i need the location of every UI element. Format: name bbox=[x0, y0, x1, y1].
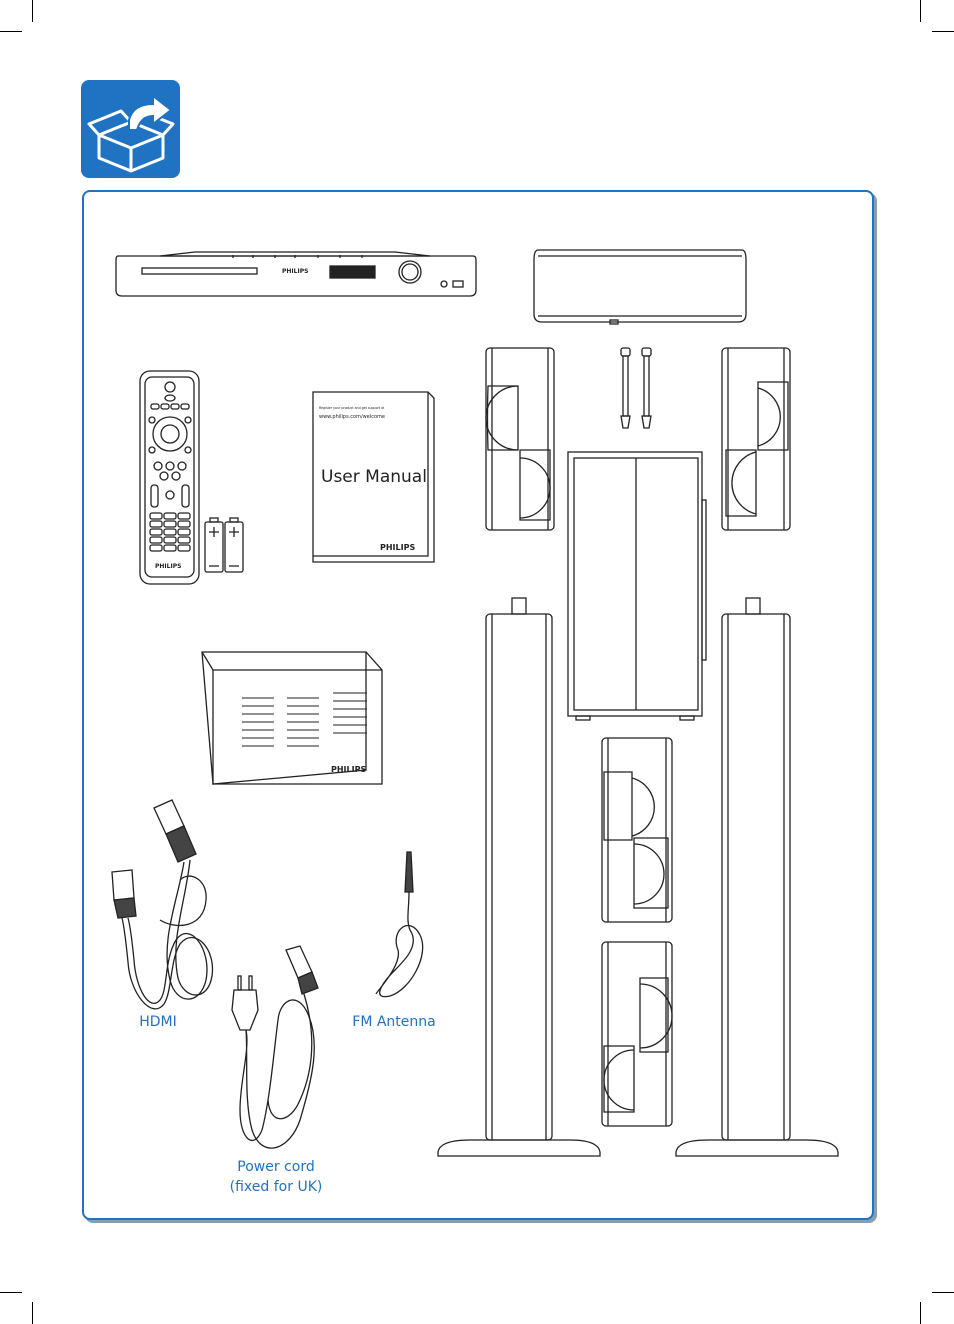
brand-unit: PHILIPS bbox=[282, 268, 308, 275]
hdmi-label: HDMI bbox=[139, 1014, 177, 1030]
manual-url: www.philips.com/welcome bbox=[319, 414, 385, 420]
crop-mark bbox=[0, 31, 22, 32]
remote-drawing bbox=[139, 370, 200, 585]
crop-mark bbox=[932, 31, 954, 32]
crop-mark bbox=[0, 1292, 22, 1293]
power-cord-note: (fixed for UK) bbox=[229, 1179, 323, 1195]
rear-speaker-top-drawing bbox=[601, 737, 673, 923]
brand-remote: PHILIPS bbox=[155, 563, 181, 570]
manual-support-text: Register your product and get support at bbox=[319, 406, 385, 410]
crop-mark bbox=[920, 1302, 921, 1324]
contents-panel bbox=[82, 190, 874, 1220]
brand-manual: PHILIPS bbox=[380, 543, 415, 552]
crop-mark bbox=[32, 1302, 33, 1324]
tall-speaker-right-drawing bbox=[675, 597, 839, 1157]
quick-start-lines bbox=[242, 692, 367, 747]
front-speaker-left-drawing bbox=[485, 347, 555, 531]
quick-start-drawing bbox=[201, 651, 383, 785]
main-unit-drawing bbox=[115, 251, 477, 297]
tall-speaker-left-drawing bbox=[437, 597, 601, 1157]
power-cord-drawing bbox=[231, 945, 319, 1149]
manual-title: User Manual bbox=[321, 467, 427, 487]
unbox-icon bbox=[87, 93, 175, 173]
center-speaker-drawing bbox=[533, 249, 747, 325]
power-cord-label: Power cord bbox=[237, 1159, 315, 1175]
unbox-icon-badge bbox=[81, 80, 180, 178]
fm-antenna-label: FM Antenna bbox=[352, 1014, 436, 1030]
fm-antenna-drawing bbox=[375, 851, 424, 998]
crop-mark bbox=[920, 0, 921, 22]
user-manual-drawing bbox=[312, 391, 435, 563]
hdmi-cable-drawing bbox=[111, 799, 214, 1010]
rear-speaker-bottom-drawing bbox=[601, 941, 673, 1127]
stand-screws-drawing bbox=[620, 347, 652, 429]
subwoofer-drawing bbox=[567, 451, 707, 721]
crop-mark bbox=[932, 1292, 954, 1293]
batteries-drawing bbox=[204, 517, 244, 573]
front-speaker-right-drawing bbox=[721, 347, 791, 531]
brand-quick-start: PHILIPS bbox=[331, 765, 366, 774]
crop-mark bbox=[32, 0, 33, 22]
